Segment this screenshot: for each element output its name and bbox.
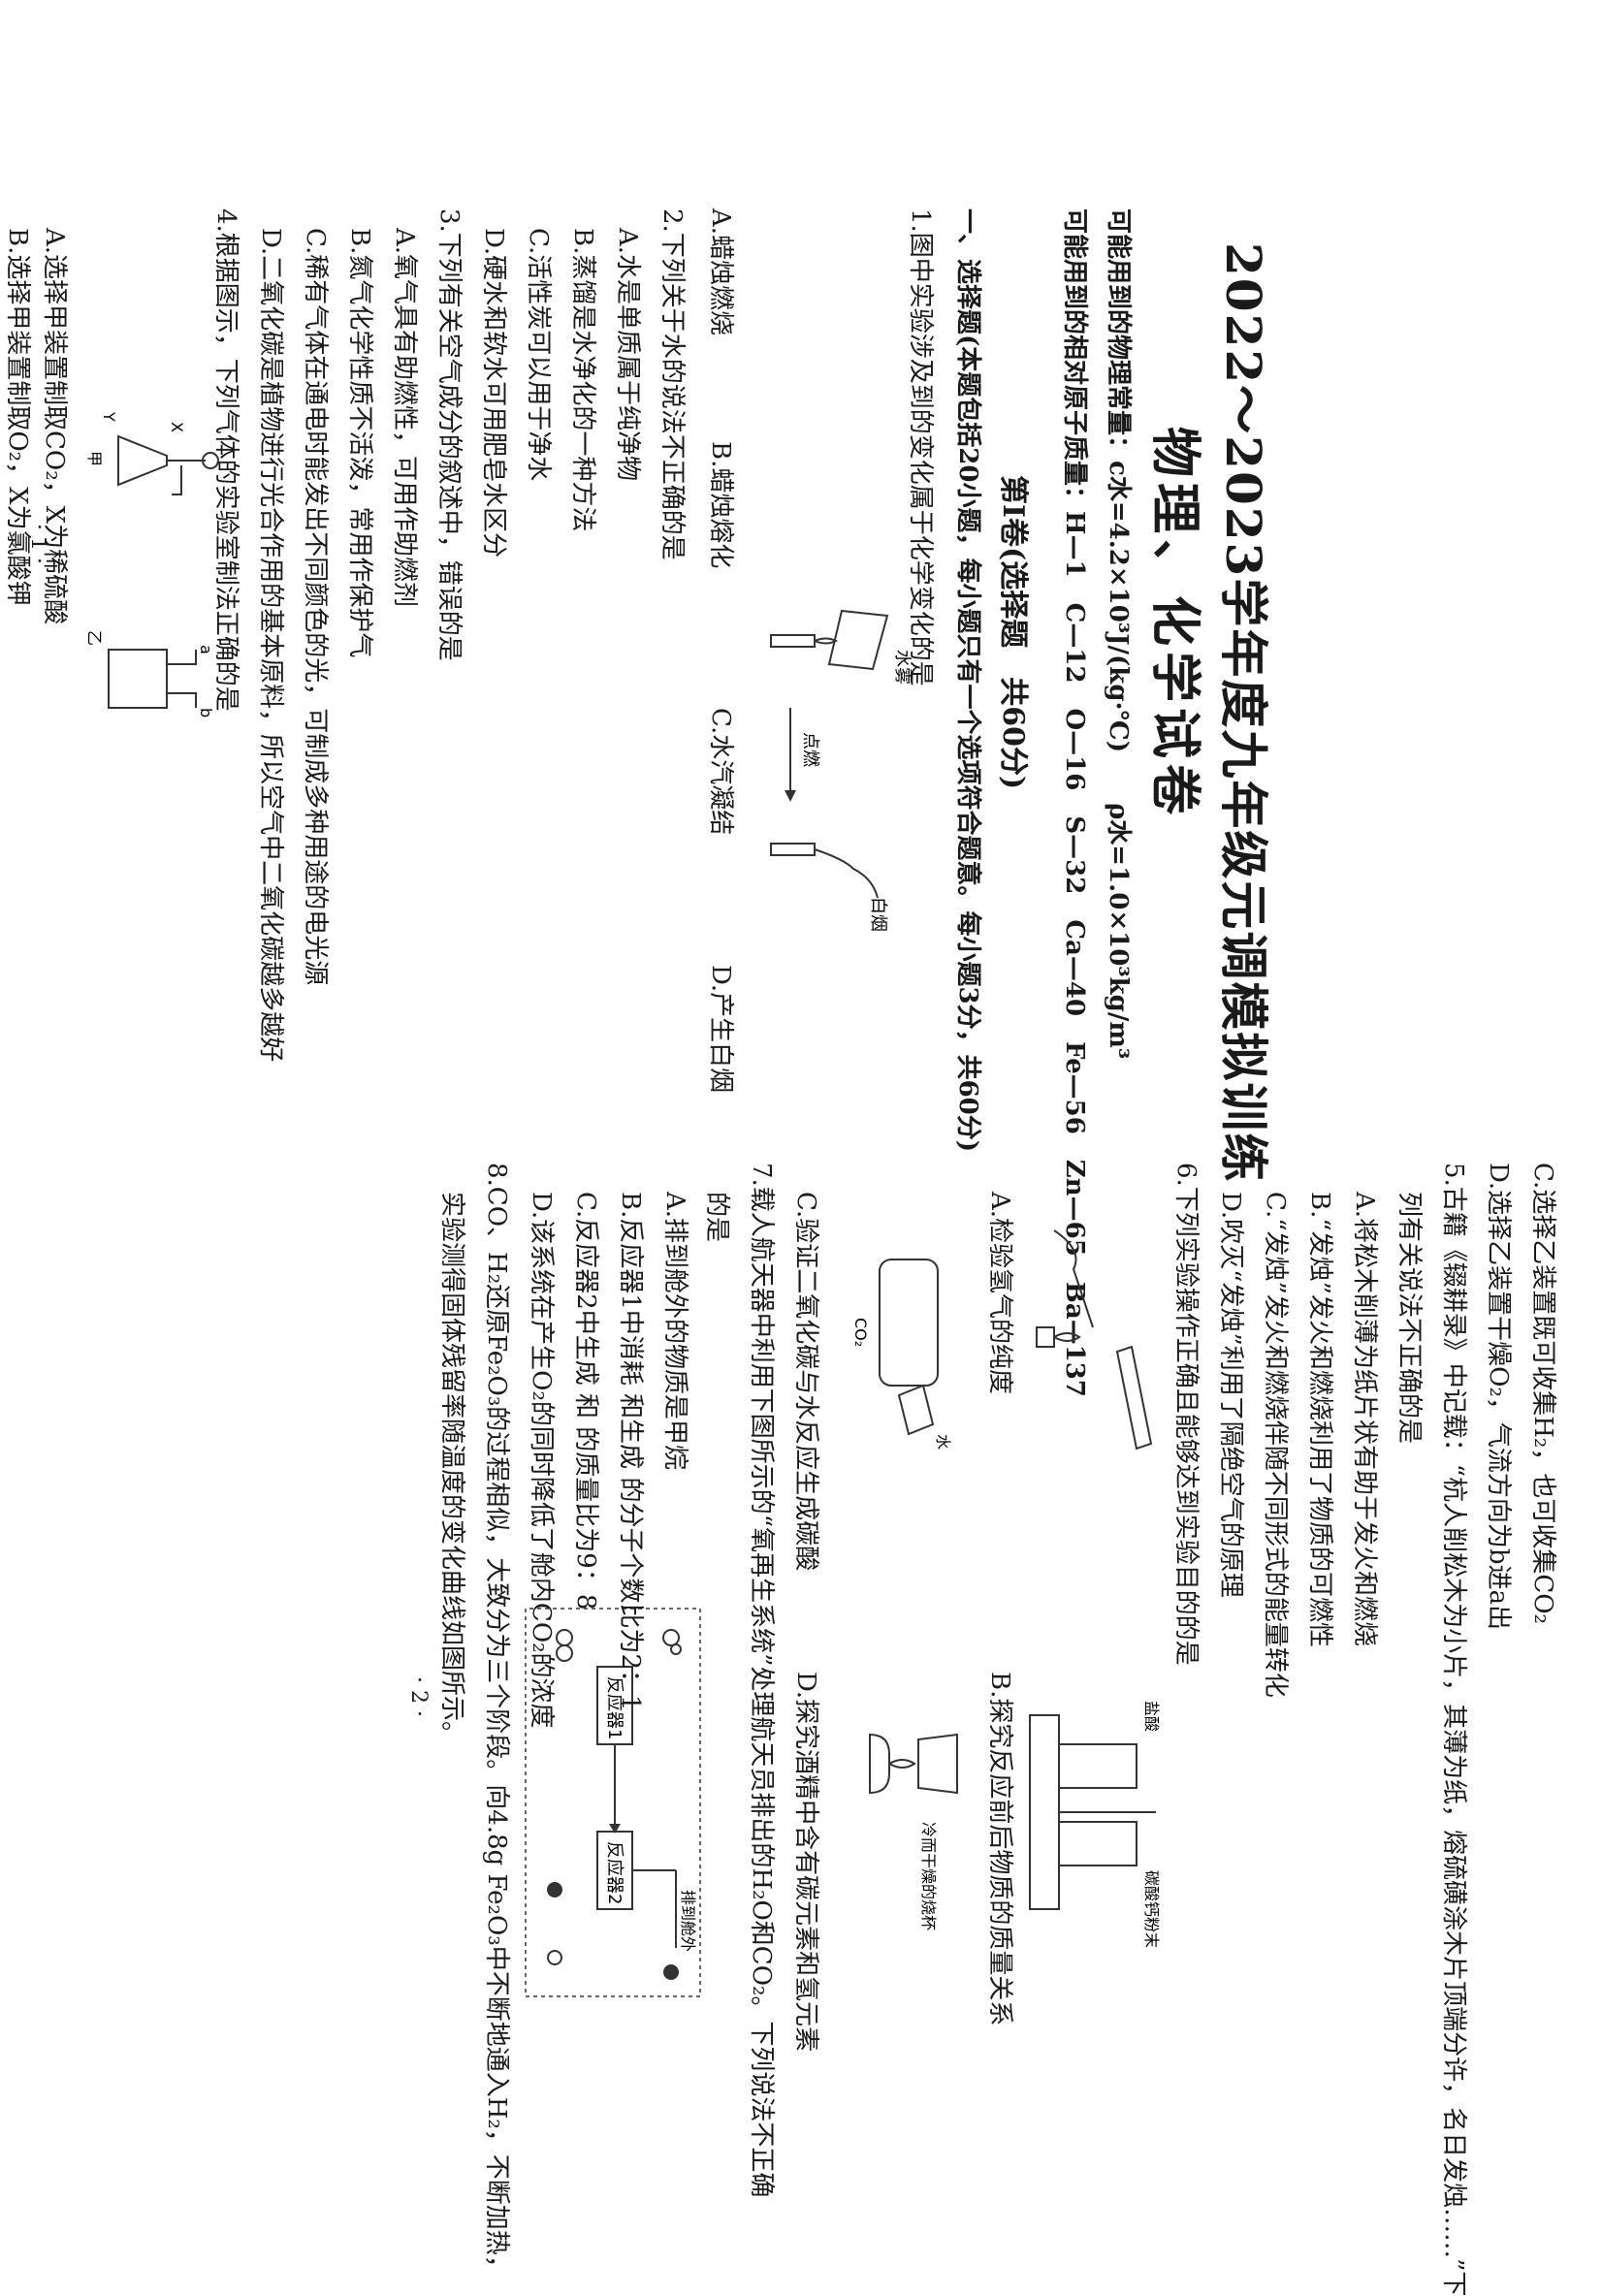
section-instructions: 一、选择题(本题包括20小题，每小题只有一个选项符合题意。每小题3分，共60分) bbox=[953, 208, 982, 1153]
q5-option-a: A.将松木削薄为纸片状有助于发火和燃烧 bbox=[1350, 1192, 1379, 1647]
q6-figure-b: 盐酸 碳酸钙粉末 bbox=[1010, 1676, 1175, 1967]
q7-option-a: A.排到舱外的物质是甲烷 bbox=[660, 1192, 689, 1471]
q6-option-d: D.探究酒精中含有碳元素和氢元素 bbox=[791, 1672, 820, 2053]
page-number-2: · 2 · bbox=[406, 1676, 431, 1717]
exam-title: 2022～2023学年度九年级元调模拟训练 bbox=[1215, 242, 1272, 1184]
q5-option-c: C.“发烛”发火和燃烧伴随不同形式的能量转化 bbox=[1261, 1192, 1290, 1698]
q6-option-a: A.检验氢气的纯度 bbox=[985, 1192, 1014, 1395]
q8-stem-line2: 实验测得固体残留率随温度的变化曲线如图所示。 bbox=[437, 1192, 466, 1747]
label-water: 水 bbox=[934, 1434, 952, 1450]
label-water-mist: 水雾 bbox=[892, 650, 912, 685]
q6-stem: 6.下列实验操作正确且能够达到实验目的的是 bbox=[1171, 1163, 1201, 1666]
q2-option-c: C.活性炭可以用于净水 bbox=[524, 228, 553, 482]
label-cold-beaker: 冷而干燥的烧杯 bbox=[919, 1822, 938, 1930]
q2-option-b: B.蒸馏是水净化的一种方法 bbox=[568, 228, 597, 532]
label-outside: 排到舱外 bbox=[679, 1890, 697, 1952]
label-co2: CO₂ bbox=[851, 1318, 870, 1347]
exam-page-1: 2022～2023学年度九年级元调模拟训练 物理、化学试卷 可能用到的物理常量：… bbox=[0, 0, 1602, 1397]
q3-option-b: B.氮气化学性质不活泼，常用作保护气 bbox=[345, 228, 374, 658]
q5-option-b: B.“发烛”发火和燃烧利用了物质的可燃性 bbox=[1305, 1192, 1334, 1647]
section-heading: 第Ⅰ卷(选择题 共60分) bbox=[996, 475, 1030, 790]
q4-option-c: C.选择乙装置既可收集H₂，也可收集CO₂ bbox=[1528, 1163, 1557, 1624]
label-jia: 甲 bbox=[85, 451, 104, 466]
q6-figure-d: 冷而干燥的烧杯 bbox=[831, 1676, 977, 1967]
q6-figure-c: 水 CO₂ bbox=[831, 1192, 977, 1483]
q1-option-a: A.蜡烛燃烧 bbox=[706, 208, 735, 336]
q7-stem-line1: 7.载人航天器中利用下图所示的“氧再生系统”处理航天员排出的H₂O和CO₂。下列… bbox=[747, 1163, 776, 2198]
q2-option-a: A.水是单质属于纯净物 bbox=[613, 228, 642, 482]
q2-option-d: D.硬水和软水可用肥皂水区分 bbox=[479, 228, 508, 558]
label-white-smoke: 白烟 bbox=[868, 897, 888, 932]
q1-option-c: C.水汽凝结 bbox=[706, 708, 735, 836]
q7-option-b: B.反应器1中消耗 和生成 的分子个数比为2：1 bbox=[616, 1192, 645, 1711]
label-reactor-2: 反应器2 bbox=[604, 1841, 625, 1904]
q5-option-d: D.吹灭“发烛”利用了隔绝空气的原理 bbox=[1216, 1192, 1245, 1598]
q5-stem-line1: 5.古籍《辍耕录》中记载：“杭人削松木为小片，其薄为纸，熔硫磺涂木片顶端分许，名… bbox=[1439, 1163, 1468, 2296]
q3-stem: 3.下列有关空气成分的叙述中，错误的是 bbox=[434, 208, 464, 661]
q4-option-a: A.选择甲装置制取CO₂，X为稀硫酸 bbox=[40, 228, 69, 625]
label-y: Y bbox=[100, 411, 118, 422]
q8-stem-line1: 8.CO、H₂还原Fe₂O₃的过程相似，大致分为三个阶段。向4.8g Fe₂O₃… bbox=[482, 1163, 511, 2280]
q6-option-c: C.验证二氧化碳与水反应生成碳酸 bbox=[791, 1192, 820, 1572]
q3-option-a: A.氧气具有助燃性，可用作助燃剂 bbox=[390, 228, 419, 608]
label-reactor-1: 反应器1 bbox=[604, 1676, 625, 1739]
q5-stem-line2: 列有关说法不正确的是 bbox=[1394, 1192, 1424, 1445]
q1-figure: 水雾 点燃 白烟 bbox=[747, 441, 912, 1004]
q1-option-b: B.蜡烛熔化 bbox=[706, 441, 735, 569]
q6-figure-a bbox=[1025, 1192, 1170, 1483]
page-number-1: · 1 · bbox=[26, 524, 50, 564]
q2-stem: 2.下列关于水的说法不正确的是 bbox=[657, 208, 687, 560]
q7-option-c: C.反应器2中生成 和 的质量比为9：8 bbox=[571, 1192, 600, 1610]
q1-option-d: D.产生白烟 bbox=[706, 965, 735, 1094]
label-hcl: 盐酸 bbox=[1142, 1701, 1161, 1732]
label-a: a bbox=[197, 645, 215, 654]
label-b: b bbox=[197, 708, 215, 718]
label-x: X bbox=[168, 422, 186, 432]
label-ignite: 点燃 bbox=[800, 732, 820, 767]
q7-diagram: 反应器1 反应器2 排到舱外 bbox=[516, 1599, 710, 2006]
q7-stem-line2: 的是 bbox=[702, 1192, 731, 1243]
exam-page-2: C.选择乙装置既可收集H₂，也可收集CO₂ D.选择乙装置干燥O₂，气流方向为b… bbox=[0, 1133, 1602, 2296]
exam-subtitle: 物理、化学试卷 bbox=[1145, 427, 1204, 821]
q7-option-d: D.该系统在产生O₂的同时降低了舱内CO₂的浓度 bbox=[527, 1192, 556, 1729]
q4-option-d: D.选择乙装置干燥O₂，气流方向为b进a出 bbox=[1484, 1163, 1513, 1631]
q6-option-b: B.探究反应前后物质的质量关系 bbox=[985, 1672, 1014, 2026]
q4-figure: X Y 甲 a b 乙 bbox=[80, 368, 225, 776]
label-caco3: 碳酸钙粉末 bbox=[1142, 1870, 1161, 1948]
physics-constants: 可能用到的物理常量：c水=4.2×10³J/(kg·℃) ρ水=1.0×10³k… bbox=[1104, 208, 1133, 1060]
q3-option-c: C.稀有气体在通电时能发出不同颜色的光，可制成多种用途的电光源 bbox=[301, 228, 330, 986]
q3-option-d: D.二氧化碳是植物进行光合作用的基本原料，所以空气中二氧化碳越多越好 bbox=[256, 228, 285, 1063]
label-yi: 乙 bbox=[85, 630, 104, 646]
